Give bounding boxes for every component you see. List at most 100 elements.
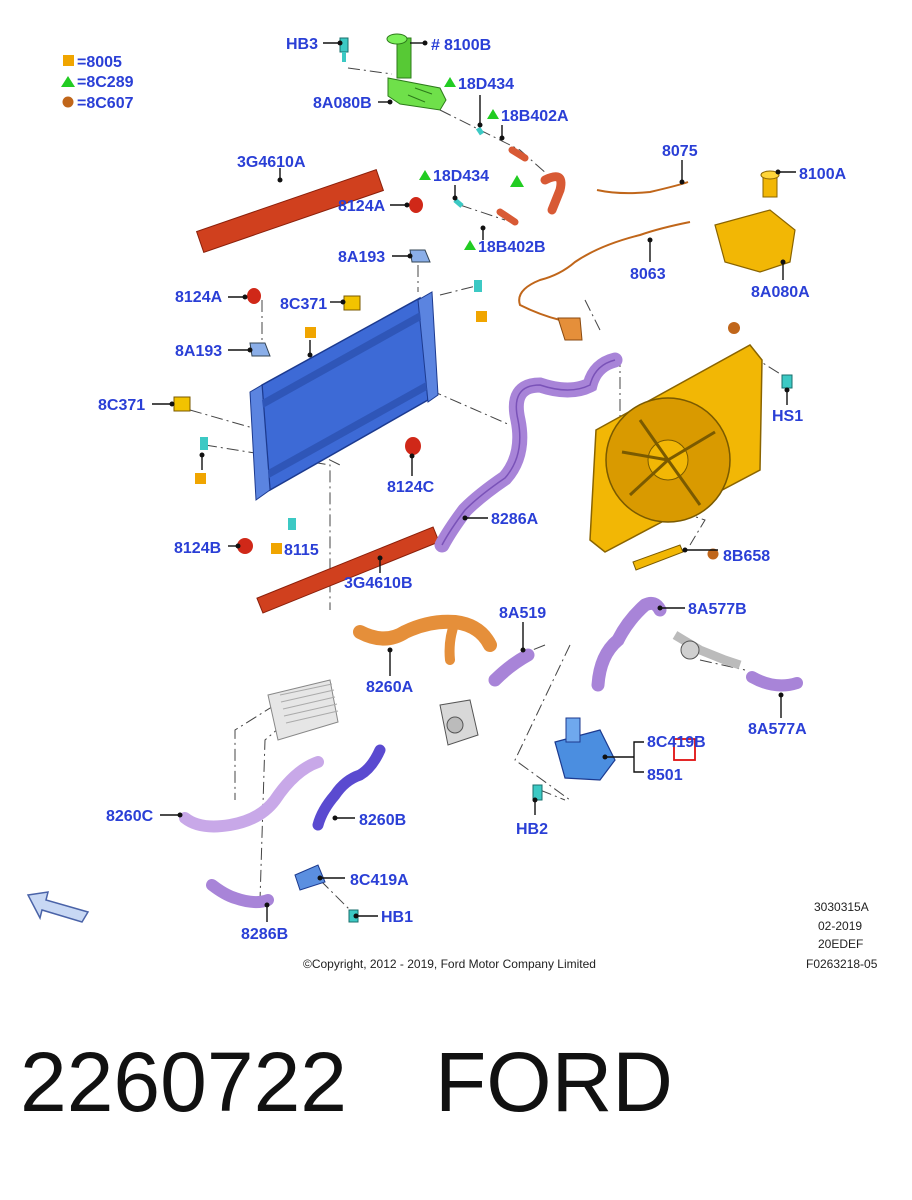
square-8005-marker (195, 473, 206, 484)
label-8124a-top: 8124A (338, 198, 386, 215)
coolant-tee-valve (672, 631, 742, 670)
square-8005-marker (271, 543, 282, 554)
label-8a193-top: 8A193 (338, 249, 385, 266)
label-18b402a: 18B402A (501, 108, 569, 125)
auxiliary-cooler (267, 679, 339, 741)
label-hs1: HS1 (772, 408, 803, 425)
label-8115: 8115 (284, 542, 319, 559)
legend-8c289-label: =8C289 (77, 74, 134, 91)
drawing-edition: 20EDEF (818, 937, 863, 951)
label-hb2: HB2 (516, 821, 548, 838)
screw-hs1 (781, 374, 793, 389)
footer: 2260722 FORD (0, 1040, 912, 1180)
radiator-mount-8124a-left (247, 288, 261, 304)
label-3g4610b: 3G4610B (344, 575, 413, 592)
circle-8c607-marker (728, 322, 740, 334)
hose-8260c (179, 756, 324, 833)
label-8b658: 8B658 (723, 548, 770, 565)
aux-pump-8c419a (294, 864, 326, 891)
seal-3g4610a (195, 169, 385, 253)
cooling-system-diagram: =8005 =8C289 =8C607 (26, 33, 878, 971)
label-8a193-left: 8A193 (175, 343, 222, 360)
label-8c419a: 8C419A (350, 872, 409, 889)
leader-lines (152, 40, 796, 922)
brand-name: FORD (435, 1035, 673, 1129)
label-18d434-mid: 18D434 (433, 168, 489, 185)
drawing-date: 02-2019 (818, 919, 862, 933)
label-8c371-left: 8C371 (98, 397, 145, 414)
seal-3g4610b (256, 526, 440, 614)
label-3g4610a: 3G4610A (237, 154, 306, 171)
legend: =8005 =8C289 =8C607 (61, 54, 134, 112)
drawing-code: 3030315A (814, 900, 869, 914)
label-8c371-top: 8C371 (280, 296, 327, 313)
thermostat-housing (439, 699, 479, 746)
label-hash: # (431, 37, 440, 54)
drawing-metadata: 3030315A 02-2019 20EDEF F0263218-05 (806, 900, 878, 971)
fan-shroud (589, 344, 763, 553)
triangle-8c289-marker (487, 109, 499, 119)
label-8c419b: 8C419B (647, 734, 706, 751)
label-8a577b: 8A577B (688, 601, 747, 618)
label-8260b: 8260B (359, 812, 406, 829)
upper-hose-8286a (434, 352, 623, 553)
front-direction-arrow-icon (26, 891, 90, 923)
circle-8c607-marker (707, 548, 719, 560)
square-8005-marker (305, 327, 316, 338)
expansion-tank-8a080a (714, 170, 796, 273)
square-8005-marker (476, 311, 487, 322)
label-8501: 8501 (647, 767, 683, 784)
label-8286a: 8286A (491, 511, 539, 528)
label-8075: 8075 (662, 143, 698, 160)
triangle-8c289-marker (464, 240, 476, 250)
label-8a080b: 8A080B (313, 95, 372, 112)
hose-8a519 (488, 648, 535, 687)
label-8286b: 8286B (241, 926, 288, 943)
hose-8a577b (591, 596, 667, 692)
radiator-mount-8124b (237, 538, 253, 554)
label-8124b: 8124B (174, 540, 221, 557)
triangle-8c289-marker (510, 175, 524, 187)
legend-circle-8c607-icon (62, 96, 74, 108)
callout-labels: HB3 # 8100B 8A080B 18D434 18B402A 3G4610… (98, 36, 847, 943)
water-pump-8501 (554, 717, 616, 781)
label-8100b: 8100B (444, 37, 491, 54)
degas-bottle-8a080b (386, 33, 447, 111)
radiator-mount-8124c (405, 437, 421, 455)
bolt-hb2 (532, 784, 543, 801)
label-8124c: 8124C (387, 479, 435, 496)
bracket-8a193-left (249, 342, 271, 357)
clip-icon (200, 437, 208, 450)
label-hb3: HB3 (286, 36, 318, 53)
label-8a519: 8A519 (499, 605, 546, 622)
label-8260c: 8260C (106, 808, 154, 825)
legend-8005-label: =8005 (77, 54, 122, 71)
label-hb1: HB1 (381, 909, 413, 926)
hose-8260b (312, 744, 386, 831)
label-8124a-left: 8124A (175, 289, 223, 306)
hose-8260a (353, 614, 497, 665)
triangle-8c289-marker (419, 170, 431, 180)
legend-square-8005-icon (63, 55, 74, 66)
hose-8286b (206, 879, 274, 909)
hose-18b402a (453, 126, 566, 226)
label-8063: 8063 (630, 266, 666, 283)
bracket-8c371-top (343, 295, 361, 311)
clip-icon (288, 518, 296, 530)
radiator (249, 291, 439, 501)
bracket-8c371-left (173, 396, 191, 412)
label-8a080a: 8A080A (751, 284, 810, 301)
clip-icon (474, 280, 482, 292)
label-8100a: 8100A (799, 166, 847, 183)
triangle-8c289-marker (444, 77, 456, 87)
overflow-lines-8063-8075 (518, 181, 691, 341)
legend-8c607-label: =8C607 (77, 95, 134, 112)
label-8260a: 8260A (366, 679, 414, 696)
radiator-mount-8124a-top (409, 197, 423, 213)
label-18d434-top: 18D434 (458, 76, 514, 93)
resistor-8b658 (632, 544, 684, 571)
drawing-ref: F0263218-05 (806, 957, 878, 971)
label-8a577a: 8A577A (748, 721, 807, 738)
bracket-8a193-top (409, 249, 431, 263)
label-18b402b: 18B402B (478, 239, 546, 256)
